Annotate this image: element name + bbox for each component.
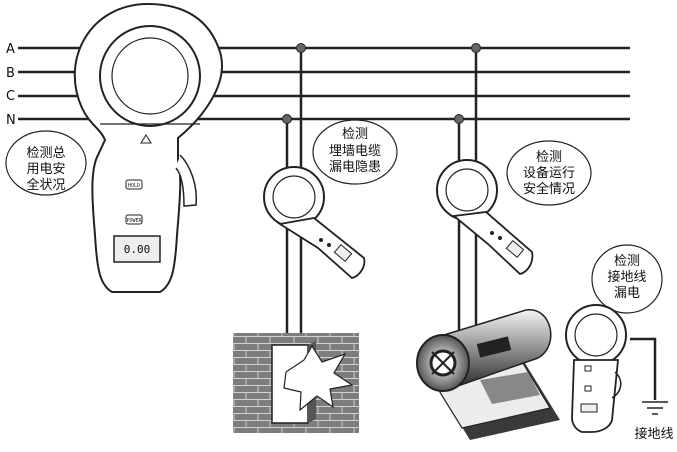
bubble-total: 检测总 用电安 全状况 xyxy=(5,130,87,196)
junction-dots xyxy=(282,43,481,124)
bubble-equipment-line-3: 安全情况 xyxy=(523,181,575,197)
clamp-meter-equipment xyxy=(436,159,534,275)
wall-illustration xyxy=(233,333,359,433)
bubble-equipment-line-2: 设备运行 xyxy=(523,165,575,181)
bubble-total-line-2: 用电安 xyxy=(26,162,65,177)
bubble-wall-line-3: 漏电隐患 xyxy=(329,159,381,175)
main-meter-display xyxy=(113,235,161,263)
line-label-b: B xyxy=(6,66,15,81)
bubble-equipment-line-1: 检测 xyxy=(536,150,562,165)
bubble-wall-line-1: 检测 xyxy=(342,127,368,142)
main-meter-reading: 0.00 xyxy=(124,243,151,256)
ground-icon xyxy=(642,401,668,415)
bubble-total-line-3: 全状况 xyxy=(26,177,65,193)
line-label-c: C xyxy=(6,89,15,104)
bubble-ground: 检测 接地线 漏电 xyxy=(591,244,663,314)
bubble-equipment: 检测 设备运行 安全情况 xyxy=(506,140,592,206)
main-clamp-meter: HOLD POWER 0.00 xyxy=(73,2,223,293)
bubble-wall-line-2: 埋墙电缆 xyxy=(329,143,381,159)
power-button xyxy=(125,214,143,225)
clamp-meter-wall xyxy=(263,166,366,279)
hold-button-label: HOLD xyxy=(128,183,140,189)
line-label-a: A xyxy=(6,42,15,57)
bubble-ground-line-2: 接地线 xyxy=(607,269,646,285)
power-button-label: POWER xyxy=(126,218,142,224)
hold-button xyxy=(125,179,143,190)
warning-icon xyxy=(140,134,152,144)
ground-label: 接地线 xyxy=(634,426,673,442)
line-label-n: N xyxy=(6,113,16,128)
bubble-wall: 检测 埋墙电缆 漏电隐患 xyxy=(312,119,398,185)
motor-illustration xyxy=(416,309,560,440)
leak-flash-icon xyxy=(283,344,354,412)
bubble-total-line-1: 检测总 xyxy=(26,146,65,161)
bubble-ground-line-1: 检测 xyxy=(614,254,640,269)
bubble-ground-line-3: 漏电 xyxy=(614,285,640,301)
clamp-meter-ground xyxy=(565,304,627,433)
main-clamp-trigger xyxy=(175,154,198,207)
